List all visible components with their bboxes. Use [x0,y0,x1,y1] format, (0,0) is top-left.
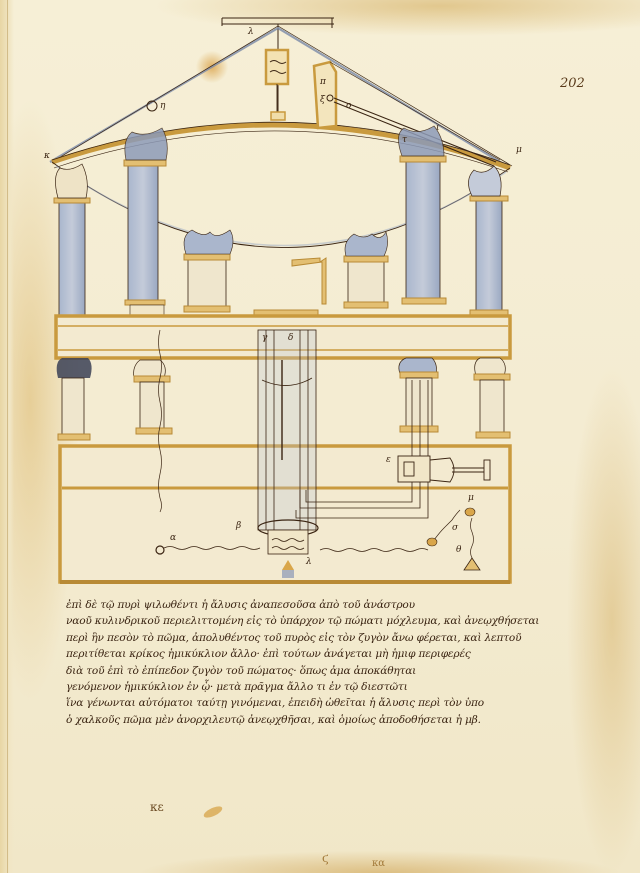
gutter-rule [7,0,8,873]
text-line: ἐπὶ δὲ τῷ πυρὶ ψιλωθέντι ἡ ἄλυσις ἀναπεσ… [66,599,415,611]
triangle-weight [463,557,481,571]
central-shaft [257,329,429,555]
upper-columns [53,125,509,317]
text-line: ναοῦ κυλινδρικοῦ περιελιττομένη εἰς τὸ ὑ… [66,615,540,628]
flame-stand [282,560,294,570]
base-box [58,444,512,584]
svg-text:δ: δ [288,333,293,343]
weight-left [155,545,165,555]
svg-text:μ: μ [468,493,474,503]
svg-text:ξ: ξ [320,95,326,105]
manuscript-text-block: ἐπὶ δὲ τῷ πυρὶ ψιλωθέντι ἡ ἄλυσις ἀναπεσ… [66,597,566,728]
svg-text:μ: μ [516,145,522,155]
svg-text:π: π [319,77,327,87]
svg-text:λ: λ [247,27,254,37]
counterweight-box [264,48,290,121]
central-hook [291,257,327,305]
svg-text:β: β [235,521,241,531]
roof-ring [146,100,158,112]
text-line: γενόμενον ἡμικύκλιον ἐν ᾧ· μετὰ πρᾶγμα ἄ… [66,681,408,694]
svg-text:γ: γ [262,333,268,343]
svg-text:κ: κ [43,151,50,161]
weight-right [426,537,438,547]
diagram-labels: λ η κ μ π ξ ο ι τ γ δ β α σ θ λ μ ε [43,27,522,567]
svg-text:η: η [160,101,166,111]
folio-number: 202 [560,76,585,91]
text-line: διὰ τοῦ ἐπὶ τὸ ἐπίπεδον ζυγὸν τοῦ πώματο… [66,664,417,677]
svg-text:ε: ε [386,455,391,465]
svg-text:ι: ι [436,123,440,133]
svg-text:τ: τ [402,135,408,145]
svg-text:α: α [170,533,176,543]
pediment [49,25,513,248]
svg-text:λ: λ [305,557,312,567]
quire-mark-bottom: ϛ [322,851,329,865]
quire-mark-bottom-secondary: κα [372,858,386,869]
piston-mechanism [397,455,491,483]
svg-text:θ: θ [456,545,462,555]
text-line: περιτίθεται κρίκος ἡμικύκλιον ἄλλο· ἐπὶ … [66,648,471,661]
text-line: περὶ ἣν πεσὸν τὸ πῶμα, ἀπολυθέντος τοῦ π… [66,631,522,644]
text-line: ὁ χαλκοῦς πῶμα μὲν ἀνορχιλευτῷ ἀνεῳχθῆσα… [66,713,481,726]
entablature [54,314,512,360]
weight-upper [464,507,476,517]
pulley-frame [312,60,501,167]
svg-text:σ: σ [452,523,459,533]
quire-mark-left: κε [150,800,164,814]
ink-stain [202,804,224,820]
ropes-and-weights [158,329,474,559]
svg-text:ο: ο [346,101,352,111]
temple-mechanism-illustration: λ η κ μ π ξ ο ι τ γ δ β α σ θ λ μ ε [43,17,522,584]
text-line: ἵνα γένωνται αὐτόματοι ταύτῃ γινόμεναι, … [66,697,484,710]
